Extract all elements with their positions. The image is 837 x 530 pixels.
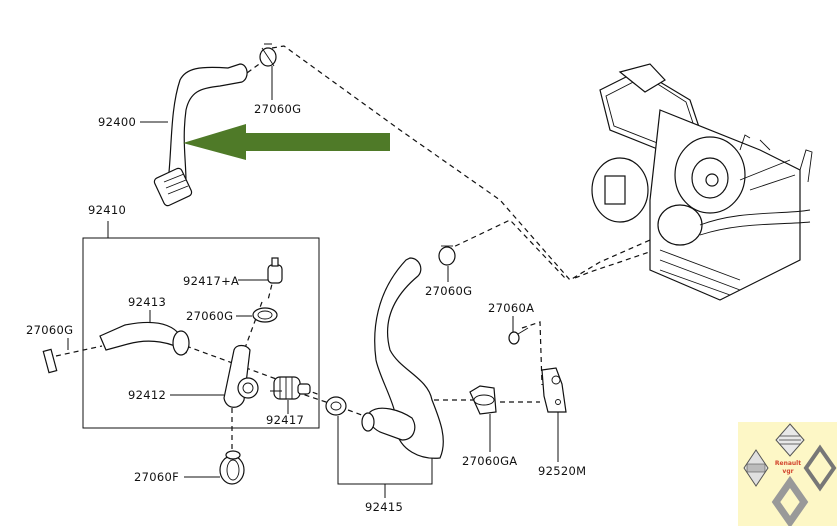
label-27060A: 27060A	[488, 301, 534, 315]
label-27060GA: 27060GA	[462, 454, 517, 468]
hose-92415	[361, 257, 444, 459]
valve-92417A	[267, 257, 283, 284]
clip-27060G-left	[42, 348, 58, 374]
watermark-text: Renault vgr	[768, 460, 808, 476]
clamp-27060GA	[469, 385, 497, 415]
hose-92400	[153, 63, 248, 207]
pointer-arrow	[183, 124, 390, 160]
watermark-text-line1: Renault	[774, 460, 802, 467]
label-92410: 92410	[88, 203, 126, 217]
label-92417: 92417	[266, 413, 304, 427]
heater-unit-illustration	[591, 63, 813, 301]
label-92520M: 92520M	[538, 464, 586, 478]
clamp-27060F	[219, 450, 245, 485]
label-27060F: 27060F	[134, 470, 179, 484]
label-92400: 92400	[98, 115, 136, 129]
renault-watermark	[738, 422, 837, 529]
label-92413: 92413	[128, 295, 166, 309]
watermark-text-line2: vgr	[782, 468, 794, 475]
label-27060G-top: 27060G	[254, 102, 301, 116]
bolt-27060A	[508, 327, 529, 345]
part-labels: 92400 27060G 92410 92417+A 92413 27060G …	[26, 102, 586, 514]
label-92412: 92412	[128, 388, 166, 402]
label-27060G-mid: 27060G	[425, 284, 472, 298]
bracket-92520M	[541, 367, 567, 413]
renault-logos-icon	[743, 423, 837, 529]
label-27060G-inner: 27060G	[186, 309, 233, 323]
assembly-box-92410	[82, 237, 320, 429]
label-27060G-left: 27060G	[26, 323, 73, 337]
clamp-27060G-mid	[438, 245, 456, 266]
label-92417A: 92417+A	[183, 274, 239, 288]
tee-92412	[223, 344, 259, 408]
hose-92413	[99, 321, 190, 356]
clamp-27060G-top	[259, 43, 277, 67]
label-92415: 92415	[365, 500, 403, 514]
clamp-27060G-inner	[252, 307, 278, 323]
leader-lines	[67, 66, 559, 498]
fitting-92417	[273, 376, 311, 400]
clamp-92415	[325, 396, 347, 416]
